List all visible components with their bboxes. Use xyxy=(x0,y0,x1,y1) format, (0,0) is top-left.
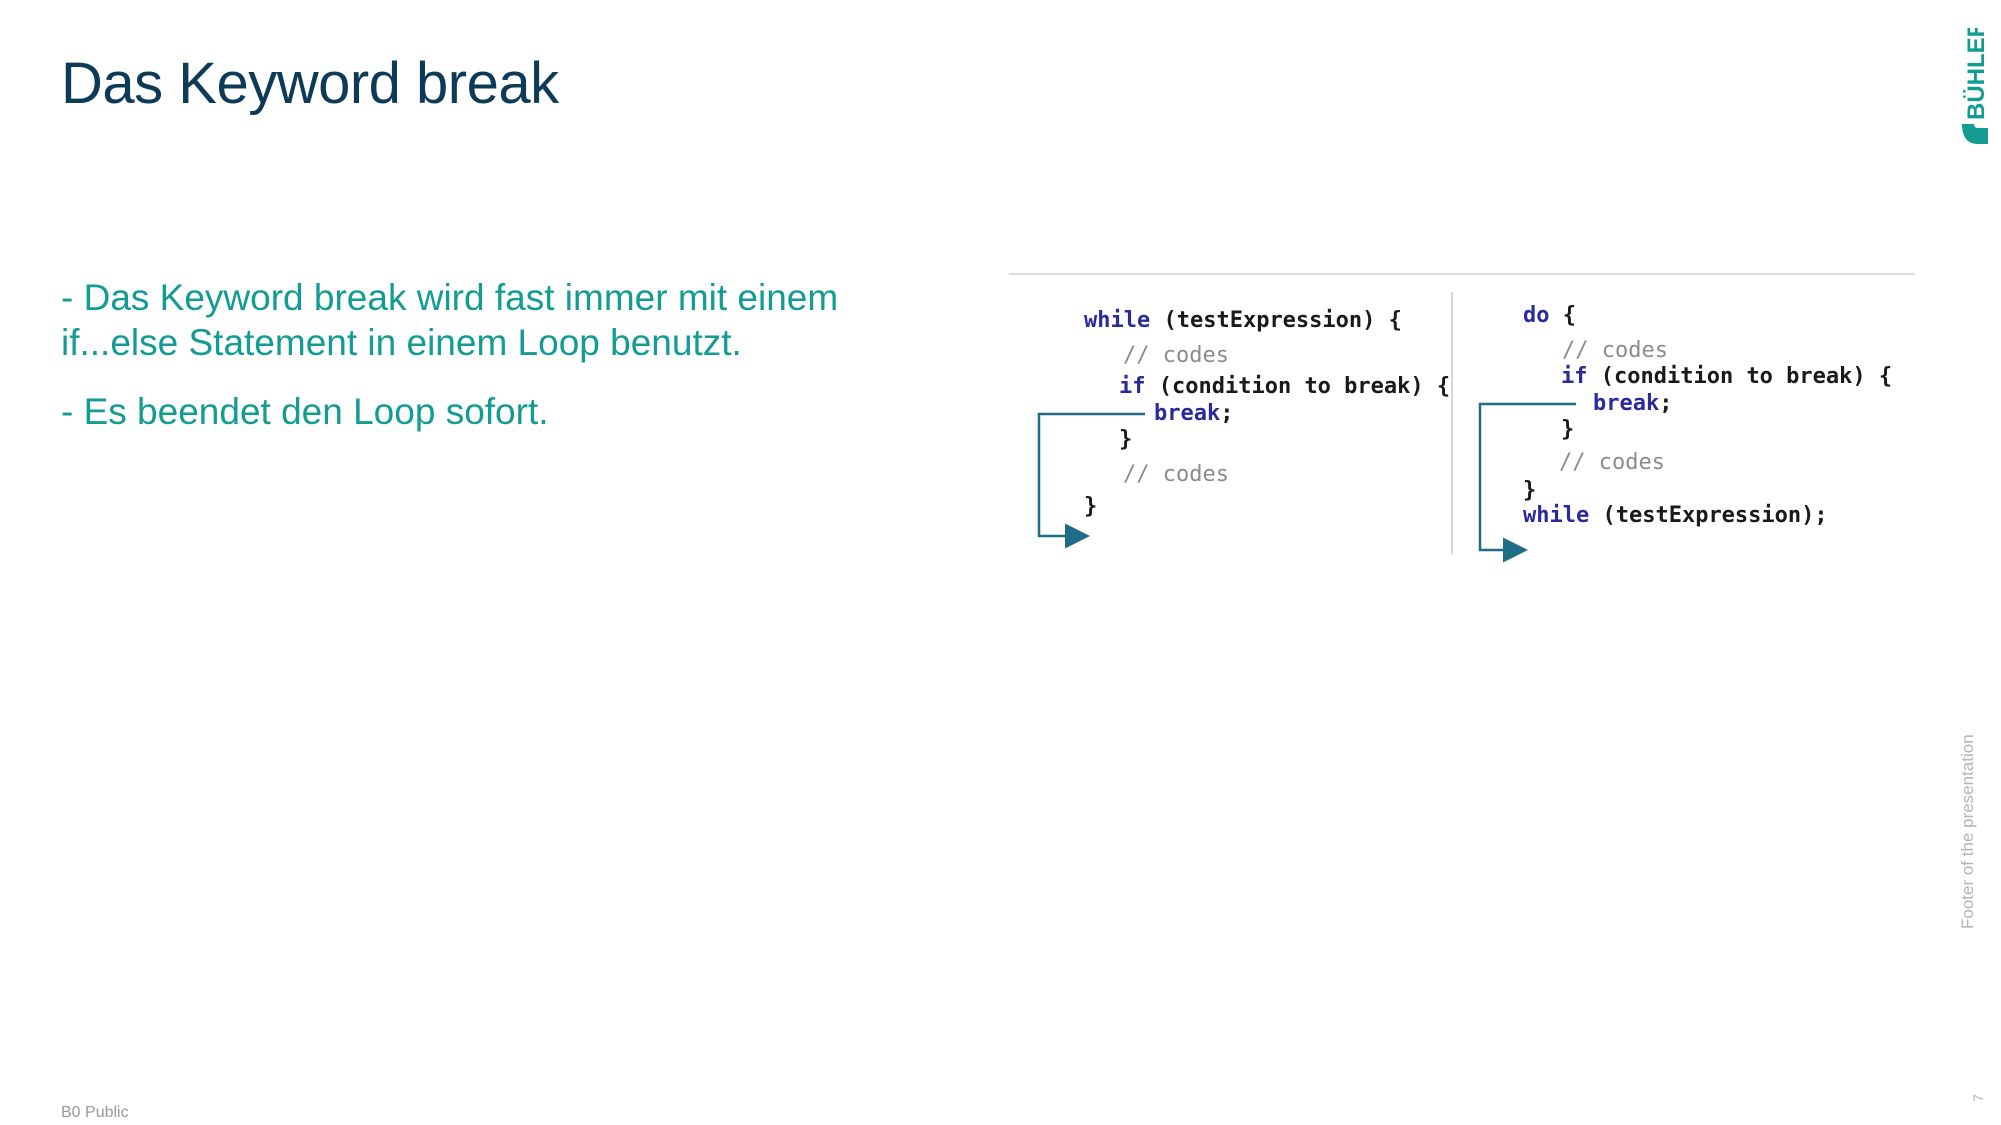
page-number: 7 xyxy=(1969,1094,1986,1102)
do-while-break-arrow xyxy=(1478,402,1576,563)
do-line-2: // codes xyxy=(1562,338,1668,363)
buhler-logo: BÜHLER xyxy=(1960,20,1990,146)
classification-label: B0 Public xyxy=(61,1104,129,1121)
do-line-8: while (testExpression); xyxy=(1523,503,1828,528)
while-line-4: break; xyxy=(1154,401,1234,426)
figure-top-rule xyxy=(1009,273,1915,275)
figure-divider xyxy=(1451,292,1453,554)
do-line-4: break; xyxy=(1593,391,1673,416)
slide-title: Das Keyword break xyxy=(61,51,559,116)
do-line-3: if (condition to break) { xyxy=(1561,364,1893,389)
while-line-6: // codes xyxy=(1123,462,1229,487)
do-line-5: } xyxy=(1561,417,1575,442)
while-line-5: } xyxy=(1119,427,1133,452)
break-code-figure: while (testExpression) { // codes if (co… xyxy=(1009,272,1915,572)
while-line-2: // codes xyxy=(1123,343,1229,368)
bullet-item: - Es beendet den Loop sofort. xyxy=(61,391,549,432)
do-line-1: do { xyxy=(1523,303,1576,328)
while-line-1: while (testExpression) { xyxy=(1084,308,1402,333)
bullet-item: - Das Keyword break wird fast immer mit … xyxy=(61,277,839,363)
bullet-list: - Das Keyword break wird fast immer mit … xyxy=(61,275,961,458)
while-line-7: } xyxy=(1084,494,1098,519)
presentation-footer: Footer of the presentation xyxy=(1958,734,1977,929)
while-break-arrow xyxy=(1037,412,1145,549)
flow-arrows xyxy=(1037,402,1576,563)
do-line-6: // codes xyxy=(1559,450,1665,475)
logo-text: BÜHLER xyxy=(1963,28,1990,120)
while-line-3: if (condition to break) { xyxy=(1119,374,1451,399)
do-line-7: } xyxy=(1523,478,1537,503)
